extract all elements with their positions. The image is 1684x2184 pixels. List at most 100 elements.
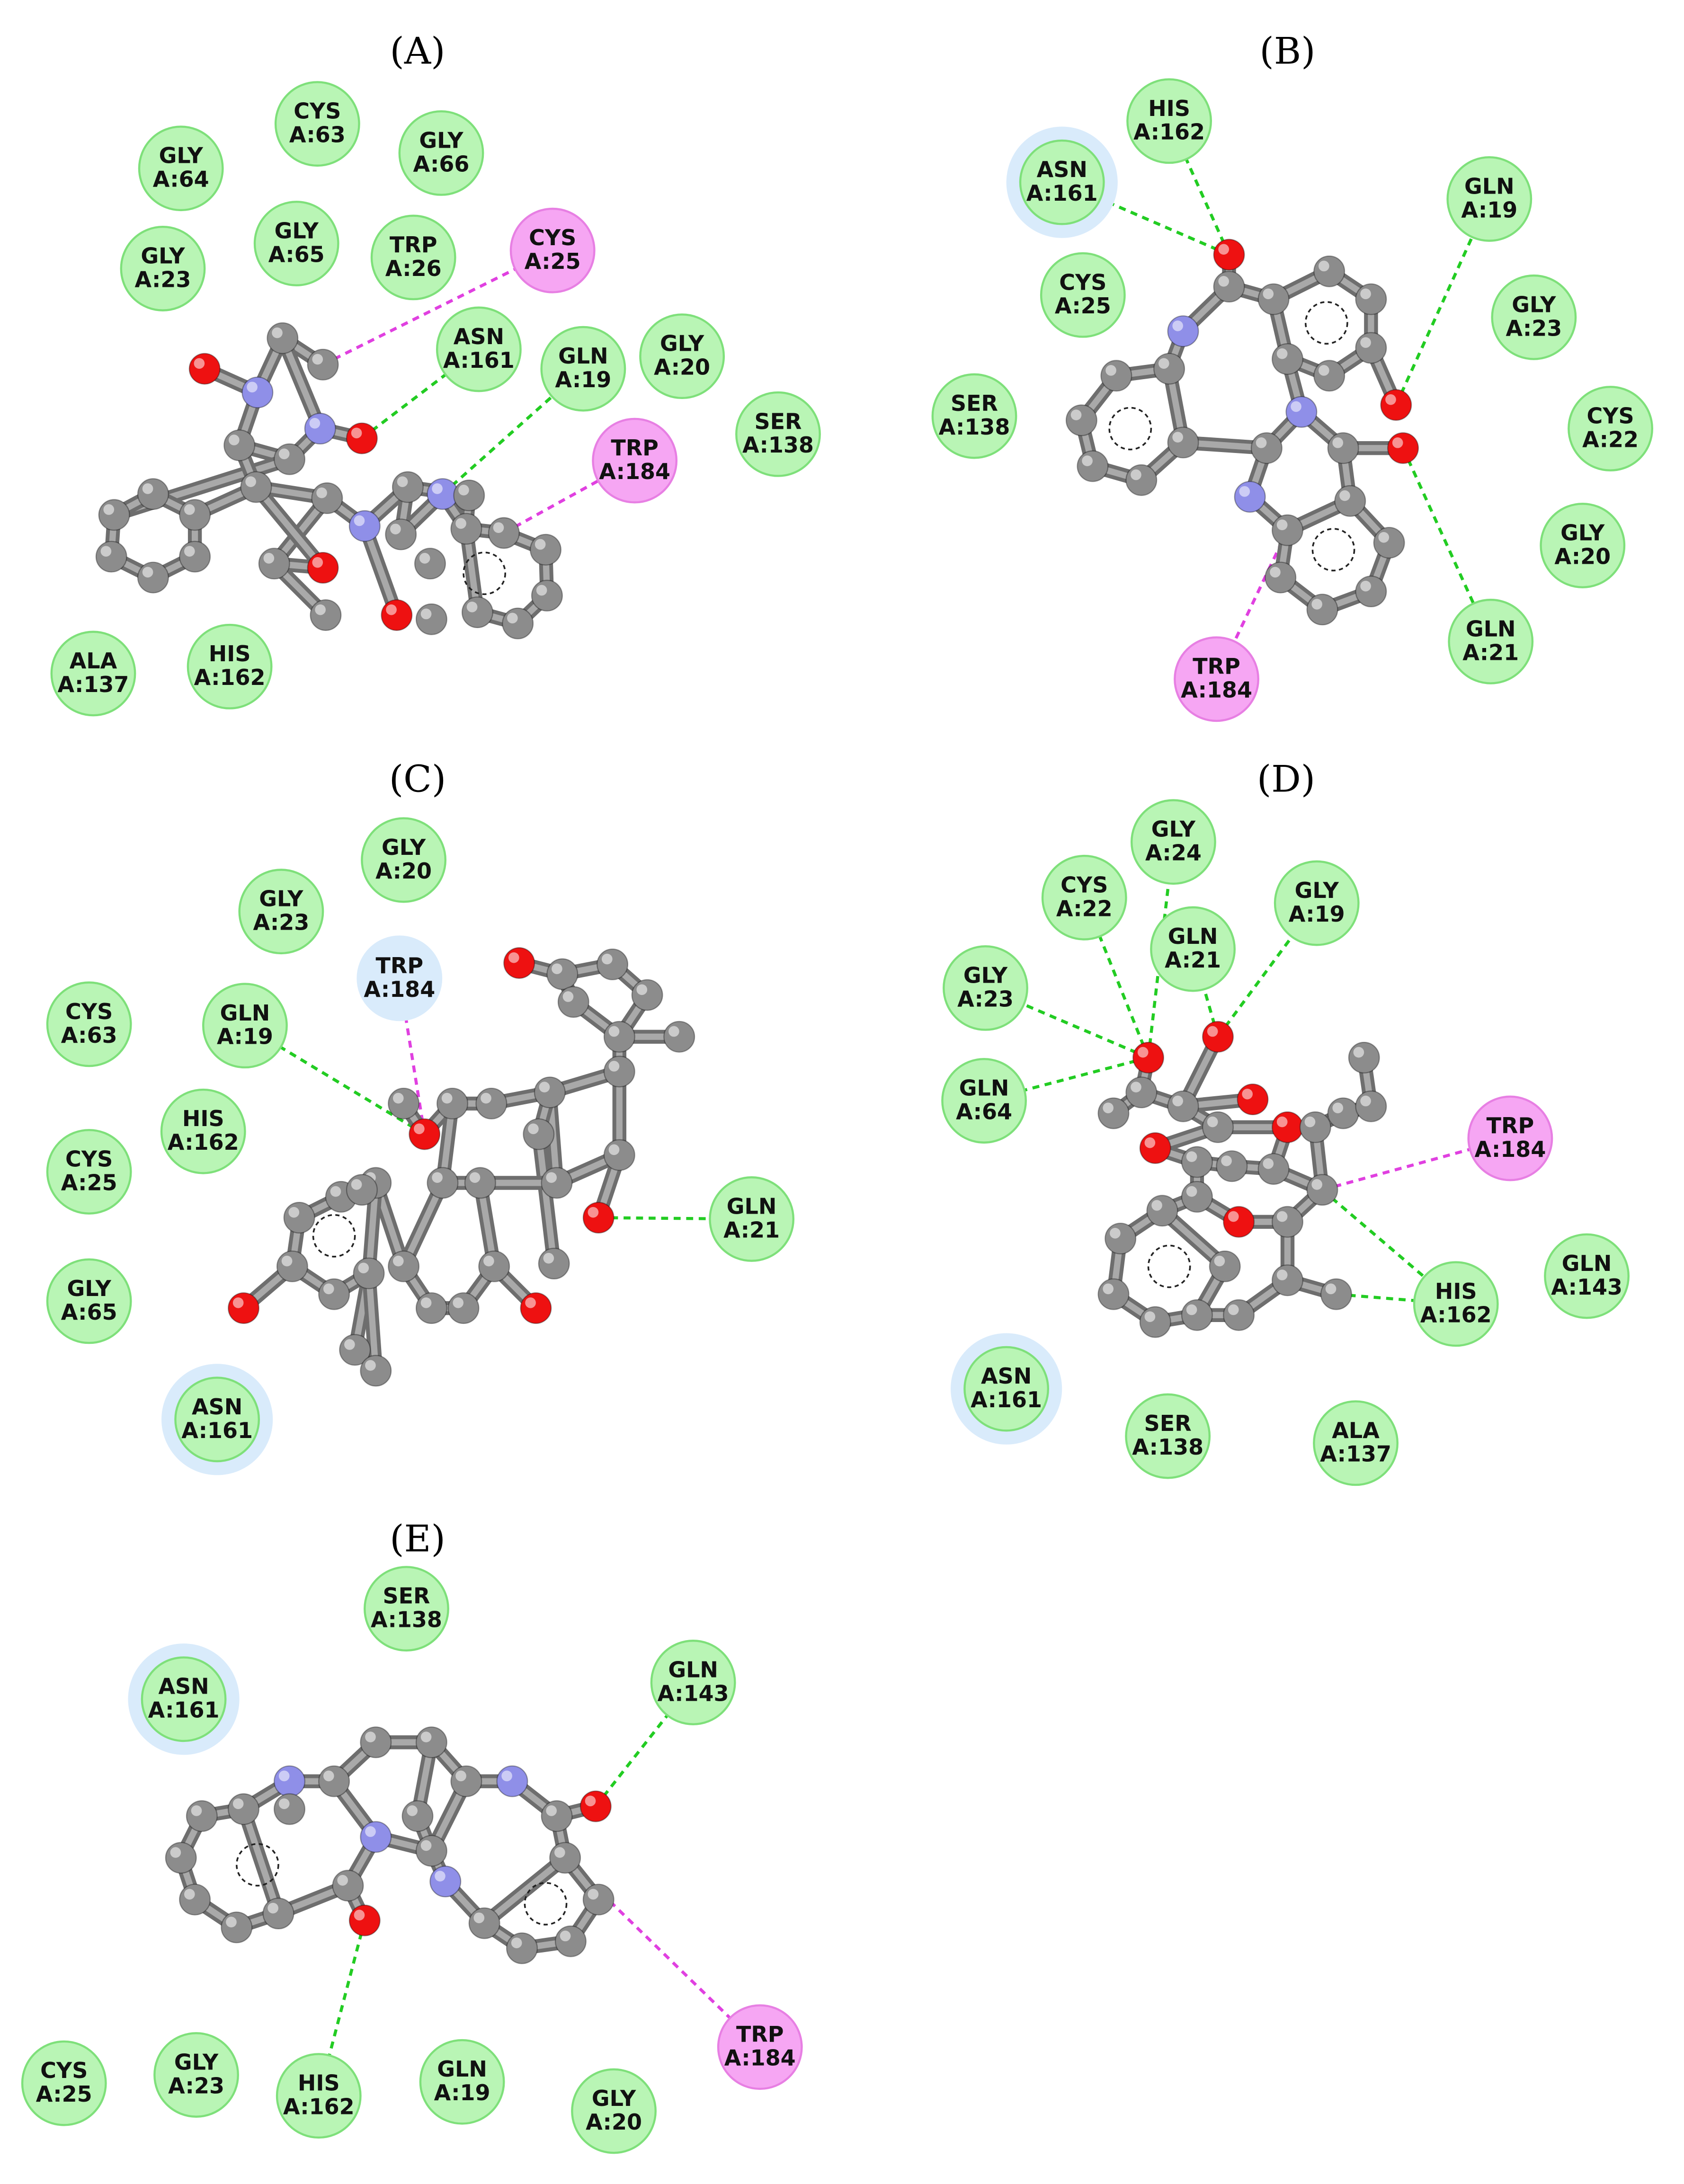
- atom-sphere: [546, 958, 579, 990]
- atom-shine: [1151, 1200, 1162, 1211]
- atom-shine: [1239, 486, 1250, 497]
- carbon-atom: [468, 1907, 500, 1939]
- atom-sphere: [502, 607, 534, 639]
- atom-sphere: [137, 478, 169, 510]
- oxygen-atom: [1139, 1132, 1171, 1164]
- residue-disc: [592, 417, 678, 504]
- carbon-atom: [1213, 271, 1245, 303]
- residue-disc: [1491, 274, 1577, 360]
- carbon-atom: [1327, 432, 1359, 464]
- carbon-atom: [1271, 343, 1304, 375]
- panel-e: (E)SERA:138ASNA:161GLNA:143TRPA:184CYSA:…: [21, 1518, 803, 2154]
- residue-name: GLN: [959, 1075, 1009, 1101]
- residue-name: CYS: [1586, 403, 1634, 429]
- residue-name: GLY: [141, 243, 185, 268]
- carbon-atom: [1105, 1223, 1137, 1255]
- residue-id: A:23: [135, 266, 191, 292]
- oxygen-atom: [346, 422, 378, 454]
- carbon-atom: [1209, 1250, 1241, 1282]
- carbon-atom: [436, 1087, 469, 1119]
- atom-sphere: [1380, 389, 1412, 421]
- atom-sphere: [1097, 1278, 1130, 1310]
- residue-disc: [1544, 1233, 1630, 1319]
- atom-sphere: [332, 1870, 364, 1902]
- atom-shine: [226, 1917, 237, 1927]
- aromatic-ring-marker: [312, 1214, 356, 1258]
- hydrogen-bond-line: [985, 986, 1149, 1059]
- atom-sphere: [1216, 1150, 1248, 1182]
- atom-sphere: [1271, 514, 1304, 546]
- atom-shine: [1360, 1095, 1371, 1107]
- atom-sphere: [346, 1174, 378, 1206]
- residue-disc: [931, 373, 1017, 459]
- atom-shine: [1360, 288, 1371, 300]
- atom-shine: [511, 1937, 522, 1948]
- carbon-atom: [1355, 575, 1387, 608]
- atom-sphere: [221, 1911, 253, 1944]
- atom-sphere: [1213, 239, 1245, 271]
- residue-id: A:138: [939, 414, 1010, 440]
- atom-shine: [1207, 1116, 1218, 1128]
- atom-sphere: [523, 1118, 555, 1150]
- residue-disc: [356, 935, 443, 1021]
- carbon-atom: [262, 1897, 294, 1930]
- bond-highlight: [481, 1855, 569, 1927]
- oxygen-atom: [348, 1904, 381, 1936]
- atom-shine: [1332, 1102, 1344, 1113]
- residue-id: A:162: [1420, 1302, 1492, 1328]
- residue-disc: [46, 981, 132, 1067]
- atom-shine: [539, 1082, 550, 1092]
- carbon-atom: [1097, 1278, 1130, 1310]
- residue-id: A:143: [1551, 1274, 1622, 1300]
- atom-shine: [312, 557, 323, 568]
- atom-shine: [1105, 365, 1116, 376]
- residue-name: HIS: [182, 1106, 224, 1131]
- residue-id: A:25: [36, 2081, 92, 2107]
- carbon-atom: [541, 1167, 573, 1199]
- carbon-atom: [1146, 1195, 1178, 1227]
- residue-id: A:19: [555, 367, 611, 392]
- carbon-atom: [385, 518, 417, 550]
- hydrogen-bond-line: [244, 1024, 426, 1136]
- atom-shine: [1214, 1255, 1225, 1267]
- atom-sphere: [1100, 360, 1132, 392]
- atom-sphere: [1257, 1153, 1290, 1185]
- residue-disc: [941, 1058, 1027, 1144]
- aromatic-ring-marker: [1108, 407, 1152, 451]
- pi-interaction-line: [1215, 529, 1289, 680]
- carbon-atom: [1355, 1090, 1387, 1122]
- carbon-atom: [415, 1292, 447, 1324]
- carbon-atom: [227, 1793, 260, 1825]
- residue-id: A:137: [1320, 1441, 1391, 1467]
- atom-shine: [323, 1770, 334, 1782]
- residue-disc: [1540, 503, 1626, 588]
- residue-disc: [46, 1258, 132, 1344]
- carbon-atom: [1306, 1174, 1338, 1206]
- carbon-atom: [276, 1250, 308, 1282]
- atom-shine: [546, 1805, 557, 1816]
- carbon-atom: [663, 1021, 695, 1053]
- panel-label: (C): [389, 758, 446, 800]
- atom-sphere: [1348, 1041, 1380, 1074]
- atom-sphere: [427, 1167, 459, 1199]
- carbon-atom: [1181, 1181, 1213, 1213]
- nitrogen-atom: [348, 510, 381, 542]
- oxygen-atom: [227, 1292, 260, 1324]
- atom-shine: [1186, 1304, 1197, 1315]
- atom-sphere: [353, 1257, 385, 1289]
- carbon-atom: [1265, 561, 1297, 594]
- carbon-atom: [360, 1355, 392, 1387]
- atom-shine: [458, 485, 469, 496]
- pi-interaction-line: [564, 1856, 761, 2049]
- residue-id: A:184: [724, 2045, 796, 2071]
- atom-sphere: [453, 479, 485, 512]
- atom-shine: [1311, 1179, 1322, 1190]
